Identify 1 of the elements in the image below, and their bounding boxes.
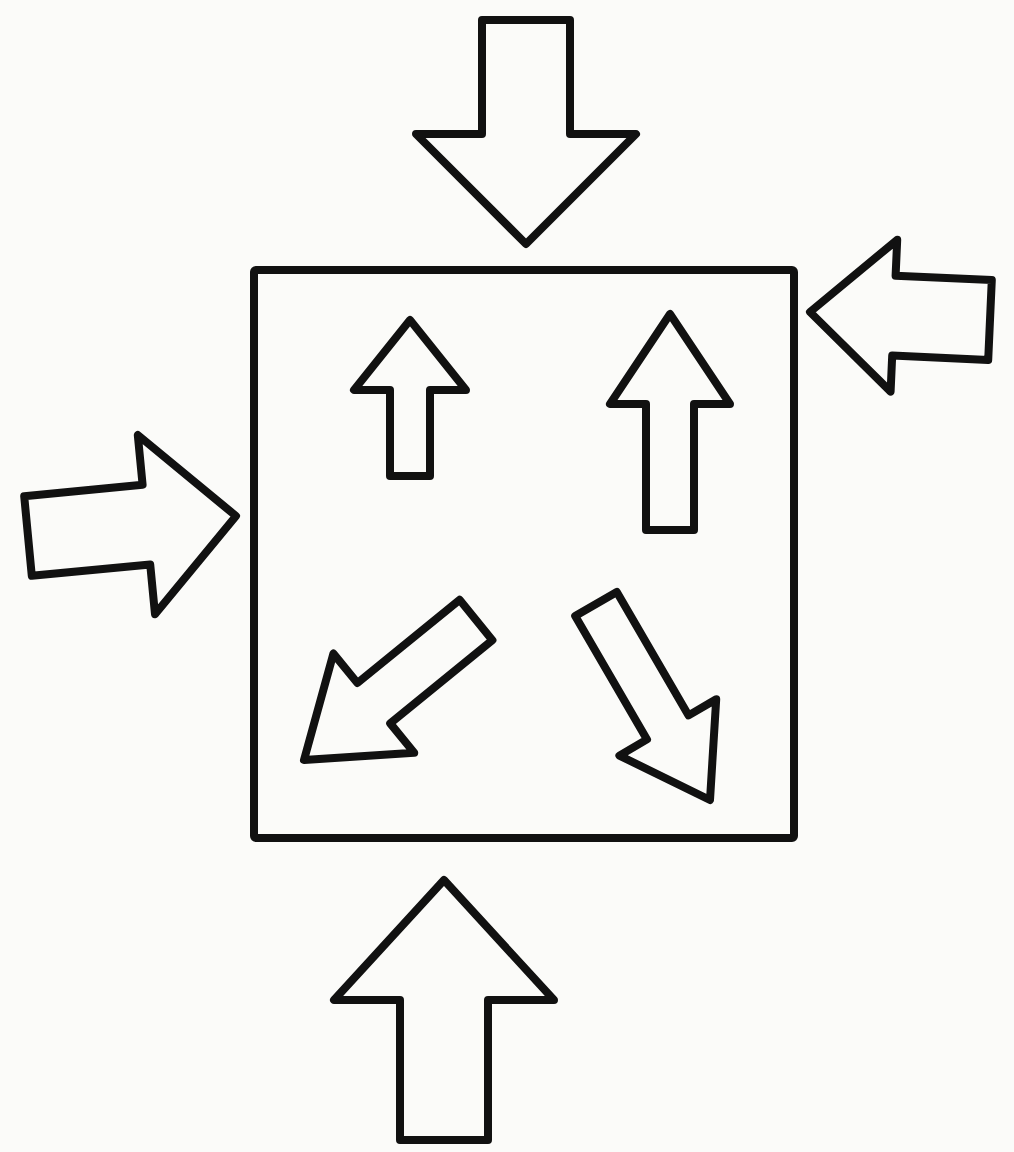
square-outline <box>250 266 798 842</box>
